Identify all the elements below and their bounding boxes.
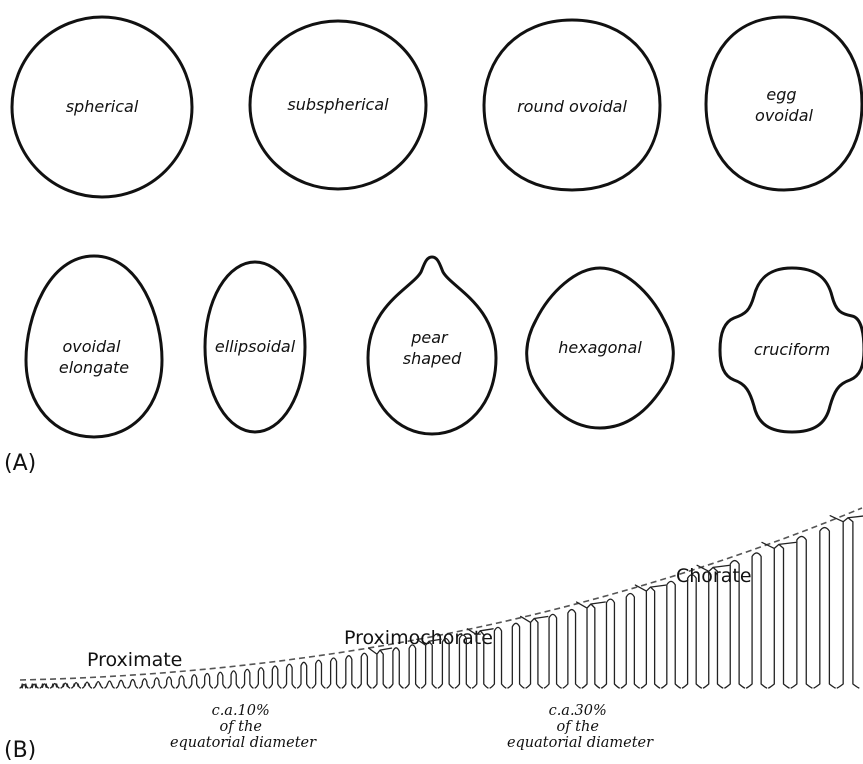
wall-process [682, 575, 701, 688]
wall-process [298, 662, 311, 688]
shape-subspherical: subspherical [250, 21, 426, 189]
wall-process [72, 683, 81, 688]
wall-process [94, 682, 103, 688]
shape-ovoidal-elongate: ovoidal elongate [26, 256, 162, 437]
wall-process [521, 616, 548, 688]
wall-process [20, 684, 28, 688]
wall-process [358, 653, 372, 688]
wall-process [152, 678, 162, 688]
wall-process [116, 680, 126, 688]
wall-process [577, 602, 606, 688]
wall-process [508, 623, 524, 688]
wall-process [791, 536, 812, 688]
wall-process [215, 672, 226, 688]
wall-process [635, 585, 665, 688]
shape-egg-ovoidal: egg ovoidal [706, 17, 862, 190]
shape-label: egg ovoidal [755, 85, 813, 125]
wall-process [563, 610, 580, 688]
wall-process [312, 660, 325, 688]
wall-process [40, 684, 48, 688]
shape-label: cruciform [754, 340, 830, 359]
shape-label: ellipsoidal [215, 337, 296, 356]
wall-process [621, 594, 639, 688]
shape-round-ovoidal: round ovoidal [484, 20, 660, 190]
wall-process [369, 648, 392, 688]
wall-process [342, 656, 355, 688]
panel-b: Proximate Proximochorate Chorate c.a.10%… [4, 508, 863, 763]
shape-label: spherical [66, 97, 139, 116]
note-10-percent: c.a.10% of the equatorial diameter [170, 703, 317, 751]
panel-a-label: (A) [4, 451, 36, 476]
wall-process [202, 674, 213, 688]
shape-cruciform: cruciform [720, 268, 863, 432]
wall-process [602, 599, 620, 688]
wall-process [283, 664, 295, 688]
wall-process [662, 581, 681, 688]
wall-process [405, 645, 419, 688]
shape-spherical: spherical [12, 17, 192, 197]
wall-process [164, 677, 174, 688]
category-proximate: Proximate [87, 649, 182, 671]
wall-process [83, 682, 92, 688]
wall-process [30, 684, 38, 688]
shape-label: ovoidal elongate [59, 337, 129, 377]
wall-process [269, 666, 281, 688]
wall-process [189, 675, 200, 688]
panel-b-label: (B) [4, 738, 36, 763]
wall-process [61, 683, 70, 688]
shape-label: hexagonal [558, 338, 642, 357]
wall-process [241, 669, 253, 688]
wall-process [128, 680, 138, 688]
shape-ellipsoidal: ellipsoidal [205, 262, 305, 432]
wall-process [814, 528, 835, 688]
wall-process [228, 671, 239, 688]
wall-process [176, 676, 187, 688]
shape-label: subspherical [287, 95, 389, 114]
shape-label: round ovoidal [517, 97, 627, 116]
shape-label: pear shaped [403, 328, 462, 368]
shape-hexagonal: hexagonal [527, 268, 674, 428]
wall-process [830, 516, 863, 688]
note-30-percent: c.a.30% of the equatorial diameter [507, 703, 654, 751]
wall-process [255, 668, 267, 688]
panel-a: spherical subspherical round ovoidal egg… [4, 17, 863, 476]
wall-process [389, 648, 403, 688]
wall-process [762, 542, 796, 688]
wall-process [327, 658, 340, 688]
wall-process [51, 683, 60, 688]
wall-process [544, 614, 561, 688]
shape-pear-shaped: pear shaped [368, 257, 496, 434]
wall-process [105, 681, 114, 688]
wall-process [140, 679, 150, 688]
